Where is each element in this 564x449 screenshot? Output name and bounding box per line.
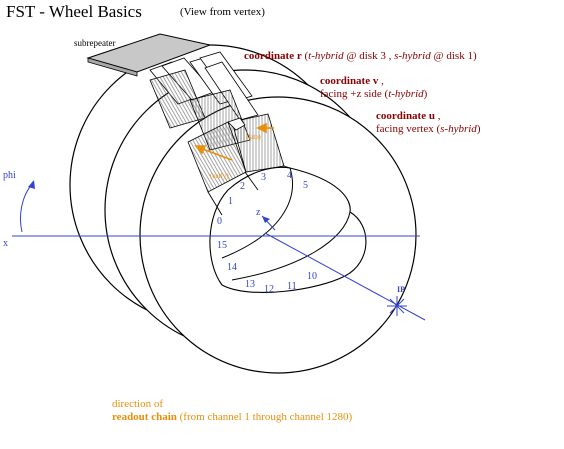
readout-direction-label: direction of readout chain (from channel… bbox=[112, 398, 353, 423]
strip-number: 10 bbox=[307, 271, 317, 282]
strip-number: 11 bbox=[287, 281, 297, 292]
phi-arrowhead bbox=[28, 180, 35, 189]
strip-number: 0 bbox=[217, 216, 222, 227]
phi-label: phi bbox=[3, 170, 16, 181]
coordinate-u-label: coordinate u , facing vertex (s-hybrid) bbox=[376, 110, 481, 135]
strip-number: 2 bbox=[240, 181, 245, 192]
readout-chain-bold: readout chain bbox=[112, 411, 177, 423]
readout-arrows bbox=[194, 122, 274, 161]
ip-label: IP bbox=[397, 285, 405, 294]
strip-number: 1 bbox=[228, 196, 233, 207]
strip-number: 13 bbox=[245, 279, 255, 290]
strip-number: 12 bbox=[264, 284, 274, 295]
z-arrowhead bbox=[262, 216, 270, 223]
coordinate-u-name: coordinate u bbox=[376, 110, 435, 122]
module-bracket bbox=[227, 117, 246, 131]
strip-number: 14 bbox=[227, 262, 237, 273]
z-axis-label: z bbox=[256, 207, 261, 218]
inner-hole bbox=[209, 166, 367, 293]
late-label: (late) bbox=[246, 133, 261, 141]
inner-curve-left bbox=[221, 167, 293, 259]
strip-number: 5 bbox=[303, 180, 308, 191]
strip-number: 15 bbox=[217, 240, 227, 251]
coordinate-v-label: coordinate v , facing +z side (t-hybrid) bbox=[320, 75, 428, 100]
inner-curve-bottom bbox=[231, 211, 351, 281]
view-note: (View from vertex) bbox=[180, 6, 265, 18]
sector-lines bbox=[207, 165, 291, 216]
cables bbox=[149, 51, 259, 121]
strip-number: 3 bbox=[261, 172, 266, 183]
coordinate-r-label: coordinate r (t-hybrid @ disk 3 , s-hybr… bbox=[244, 50, 477, 62]
early-label: (early) bbox=[210, 172, 229, 180]
coordinate-v-name: coordinate v bbox=[320, 75, 379, 87]
subrepeater-label: subrepeater bbox=[74, 38, 116, 48]
phi-arrow bbox=[19, 183, 33, 233]
x-axis-label: x bbox=[3, 238, 8, 249]
strip-number: 4 bbox=[287, 170, 292, 181]
subrepeater-side bbox=[87, 57, 138, 77]
coordinate-r-name: coordinate r bbox=[244, 50, 302, 62]
page-title: FST - Wheel Basics bbox=[6, 2, 142, 21]
ip-star-icon bbox=[387, 296, 407, 316]
